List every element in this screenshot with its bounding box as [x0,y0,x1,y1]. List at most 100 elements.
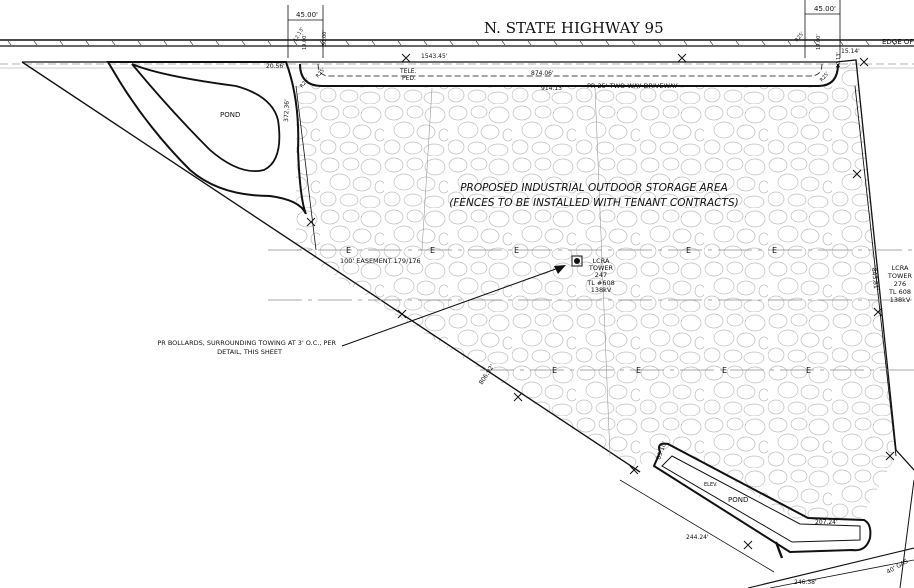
dim-2056: 20.56' [266,63,285,70]
road-tick [33,40,38,46]
easement-marker: E [686,246,691,255]
road-tick [475,40,480,46]
svg-text:LCRA: LCRA [892,264,909,272]
tower-276-label: LCRA TOWER 276 TL 608 138kV [887,264,913,304]
road-tick [267,40,272,46]
road-tick [501,40,506,46]
easement-marker: E [514,246,519,255]
fence-x-marker [513,392,523,402]
svg-text:TL 608: TL 608 [888,288,911,296]
fence-se-label: 40' GAS [886,558,910,576]
road-tick [761,40,766,46]
dim-3000: 30.00' [322,30,328,46]
edge-label: EDGE OF [882,38,913,46]
easement-marker: E [430,246,435,255]
easement-marker: E [346,246,351,255]
dim-914: 914.13' [541,85,564,92]
dim-r25c: R25' [819,71,831,83]
dim-1213a: 12.13' [836,52,842,68]
fence-x-marker [677,53,687,63]
road-tick [709,40,714,46]
dim-1543: 1543.45' [421,53,448,60]
dim-1514: 15.14' [841,48,860,55]
setback-left-label: 45.00' [296,11,318,19]
road-tick [579,40,584,46]
bottom-line-1 [747,547,914,588]
road-tick [163,40,168,46]
dim-r25a: R25' [315,67,327,79]
bollards-arrow [554,265,566,274]
tele-label-2: PED. [402,75,416,82]
road-tick [215,40,220,46]
setback-right [804,0,841,58]
svg-text:LCRA: LCRA [593,257,610,265]
setback-left [287,5,324,58]
property-boundary [22,59,914,471]
road-tick [631,40,636,46]
driveway-label: PR 25' TWO-WAY DRIVEWAY [587,82,677,90]
road-tick [7,40,12,46]
road-tick [813,40,818,46]
dim-24638: 246.38' [794,579,817,586]
fence-x-marker [885,451,895,461]
lcra-tower-247 [571,255,583,267]
pond-dim-line [619,479,775,573]
grid-line-2 [594,87,611,457]
fence-east [854,85,897,457]
road-tick [449,40,454,46]
road-tick [683,40,688,46]
dim-37236: 372.36' [283,99,291,122]
fence-x-marker [743,540,753,550]
fence-x-marker [859,57,869,67]
driveway-inner [317,63,823,77]
easement-marker: E [772,246,777,255]
pond-se-elev: ELEV. [704,482,718,488]
road-tick [657,40,662,46]
bottom-line-2 [769,559,914,588]
road-tick [735,40,740,46]
fence-markers [306,53,895,550]
road-tick [527,40,532,46]
storage-area-note: (FENCES TO BE INSTALLED WITH TENANT CONT… [449,197,738,209]
easement-marker: E [552,366,557,375]
road-tick [371,40,376,46]
svg-text:138kV: 138kV [591,286,612,294]
fence-west [295,85,317,251]
svg-text:138kV: 138kV [890,296,911,304]
road-tick [319,40,324,46]
svg-text:TL #608: TL #608 [586,279,615,287]
dim-20724: 207.24' [815,519,838,526]
easement-marker: E [636,366,641,375]
dim-r25b: R25' [299,77,311,89]
road-tick [189,40,194,46]
svg-text:247: 247 [595,271,607,279]
road-tick [605,40,610,46]
bollards-note-1: PR BOLLARDS, SURROUNDING TOWING AT 3' O.… [157,339,336,347]
road-tick [345,40,350,46]
dim-1900b: 19.00' [816,34,822,50]
svg-text:TOWER: TOWER [588,264,614,272]
fence-x-marker [306,217,316,227]
road-tick [891,40,896,46]
highway [0,39,914,69]
highway-name: N. STATE HIGHWAY 95 [484,19,664,37]
easement-label: 100' EASEMENT 179/176 [340,257,421,265]
dim-24424: 244.24' [686,534,709,541]
road-tick [111,40,116,46]
storage-area-hatch [296,62,896,522]
road-tick [553,40,558,46]
dim-874: 874.06' [531,70,554,77]
dim-1900a: 19.00' [302,34,308,50]
road-tick [293,40,298,46]
pond-nw-label: POND [220,111,240,119]
road-tick [865,40,870,46]
pond-northwest [106,61,307,215]
road-tick [839,40,844,46]
east-offsite-line [899,479,914,588]
grid-line-1 [421,87,433,251]
fence-x-marker [852,169,862,179]
road-tick [787,40,792,46]
tower-247-label: LCRA TOWER 247 TL #608 138kV [586,257,615,294]
